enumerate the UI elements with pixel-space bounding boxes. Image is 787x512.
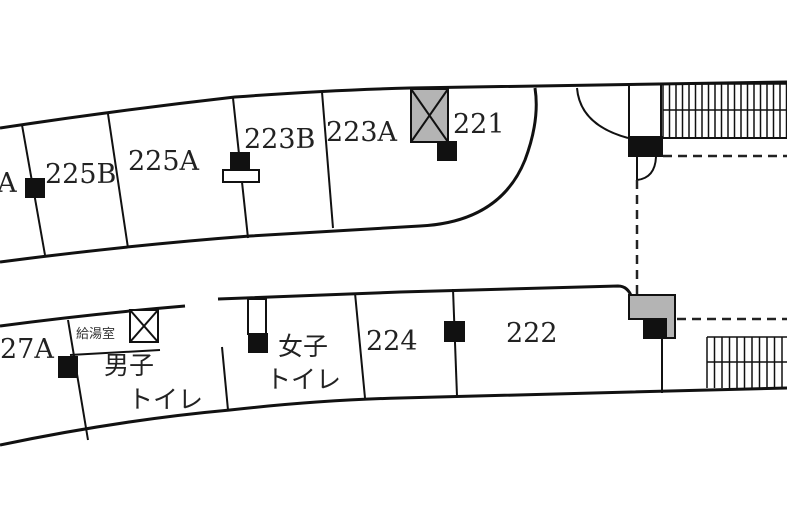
door-swing: [636, 156, 657, 182]
outer-wall-top: [0, 80, 787, 130]
room-label: 225B: [45, 159, 116, 190]
pipe-shaft: [247, 298, 267, 335]
room-label: 223A: [326, 117, 398, 148]
room-label: 女子: [278, 332, 328, 361]
lower-partitions: [67, 288, 663, 441]
column: [628, 136, 663, 157]
column: [230, 152, 250, 172]
column: [58, 356, 78, 378]
shaft-221: [410, 88, 449, 143]
stairs-upper: [662, 83, 787, 137]
room-label: 224: [366, 326, 418, 357]
upper-rooms-bottom-wall: [0, 87, 538, 264]
room-label: 225A: [128, 146, 200, 177]
door-swing: [576, 87, 629, 139]
room-label: 給湯室: [76, 326, 115, 342]
column: [437, 141, 457, 161]
kitchenette-shaft: [129, 309, 159, 343]
column: [25, 178, 45, 198]
room-label: 223B: [244, 124, 315, 155]
room-label: 221: [453, 109, 505, 140]
stairs-lower: [706, 336, 787, 388]
room-label: 男子: [104, 351, 154, 380]
room-label: トイレ: [266, 365, 341, 394]
outer-wall-bottom: [0, 386, 787, 447]
room-label: トイレ: [128, 385, 203, 414]
column: [444, 321, 465, 342]
room-label: 5A: [0, 168, 17, 199]
room-label: 27A: [0, 334, 54, 365]
column: [248, 333, 268, 353]
column: [645, 318, 667, 338]
room-label: 222: [506, 318, 558, 349]
threshold: [222, 169, 260, 183]
